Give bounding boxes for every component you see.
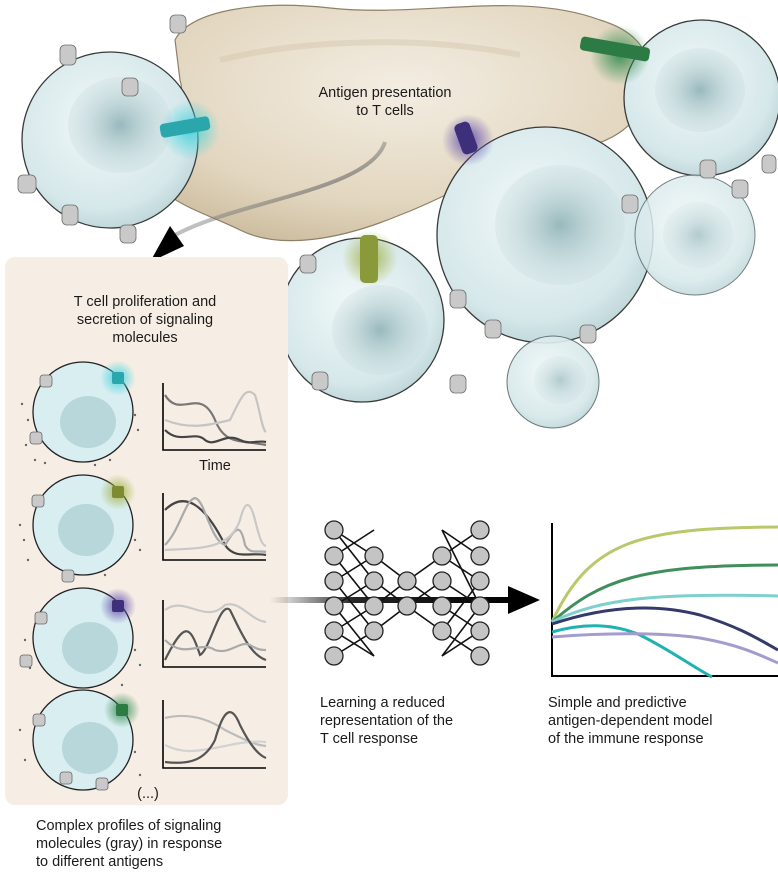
t-cell-right-middle (634, 174, 756, 296)
ellipsis-label: (...) (137, 786, 159, 802)
profile-row-1 (29, 360, 267, 463)
profile-plot-1 (162, 383, 267, 451)
learning-label: Learning a reduced representation of the… (320, 695, 454, 747)
small-cell-2 (31, 474, 136, 583)
profile-row-3 (19, 587, 267, 689)
t-cell-top-left (21, 51, 220, 229)
profile-plot-3 (162, 600, 267, 668)
t-cell-small (506, 335, 600, 429)
t-cell-center (436, 114, 654, 344)
horizontal-arrow (270, 586, 540, 614)
network-nodes (324, 520, 490, 666)
curve-lavender (551, 632, 778, 665)
small-cell-3 (19, 587, 136, 689)
neural-network (333, 529, 481, 657)
model-label: Simple and predictive antigen-dependent … (548, 695, 713, 747)
profile-plot-2 (162, 493, 267, 561)
small-cell-1 (29, 360, 136, 463)
curve-navy (551, 606, 778, 652)
profile-row-4 (32, 689, 267, 791)
proliferation-label: T cell proliferation and secretion of si… (73, 294, 217, 346)
t-cell-lower-left (279, 230, 445, 403)
signaling-molecules (18, 402, 142, 777)
small-cell-4 (32, 689, 140, 791)
curved-arrow (150, 141, 387, 262)
curve-green (551, 563, 778, 624)
profile-plot-4 (162, 700, 267, 769)
complex-profiles-label: Complex profiles of signaling molecules … (36, 818, 223, 870)
receptor-molecules (17, 14, 777, 394)
curve-lime (550, 525, 778, 623)
curve-lightteal (551, 593, 778, 624)
profile-row-2 (31, 474, 267, 583)
antigen-presentation-label: Antigen presentation to T cells (318, 85, 452, 119)
time-axis-label: Time (199, 458, 231, 474)
model-plot (550, 523, 778, 679)
t-cell-top-right (579, 19, 778, 177)
